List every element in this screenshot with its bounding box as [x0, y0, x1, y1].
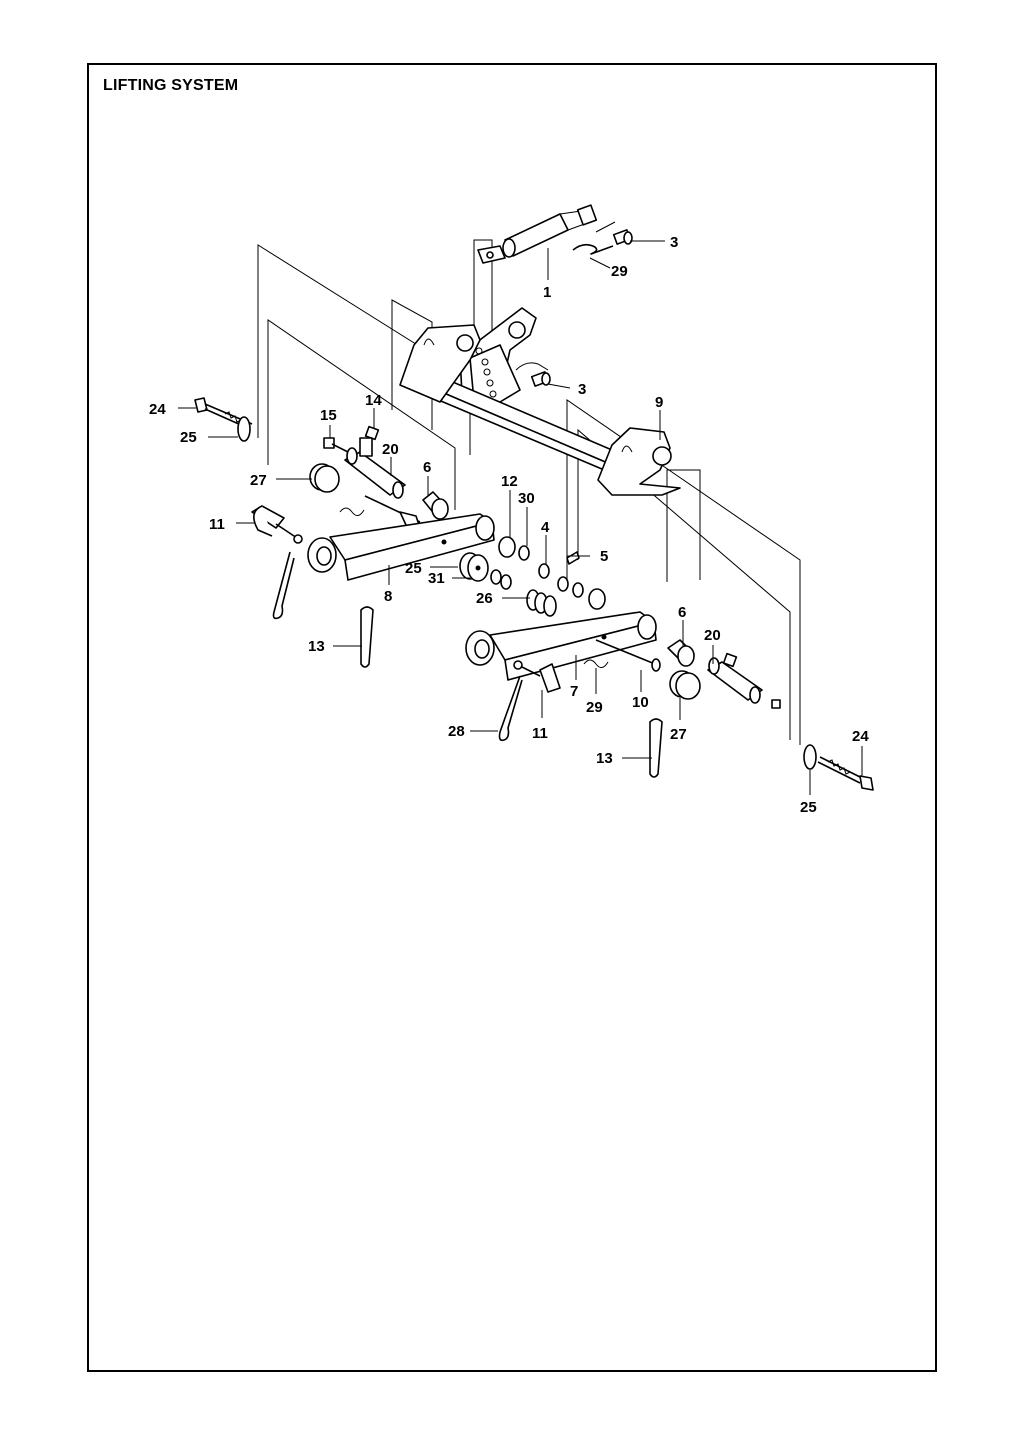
hitch-pin-right	[513, 660, 561, 693]
pin-10	[595, 639, 661, 672]
callout-24-right: 24	[852, 728, 869, 745]
r-clip-left	[272, 551, 295, 620]
callout-9: 9	[655, 394, 663, 411]
loop-handle-left	[360, 606, 374, 668]
washer-right	[803, 744, 817, 770]
r-clip-right	[583, 659, 609, 668]
callout-3-top: 3	[670, 234, 678, 251]
callout-26: 26	[476, 590, 493, 607]
callout-12: 12	[501, 473, 518, 490]
bolt-left	[194, 397, 253, 430]
callout-10: 10	[632, 694, 649, 711]
r-clip-28	[498, 675, 523, 742]
callout-28: 28	[448, 723, 465, 740]
callout-24-left: 24	[149, 401, 166, 418]
callout-6-left: 6	[423, 459, 431, 476]
page-frame	[87, 63, 937, 1372]
callout-8: 8	[384, 588, 392, 605]
callout-13-right: 13	[596, 750, 613, 767]
callout-20-left: 20	[382, 441, 399, 458]
callout-27-left: 27	[250, 472, 267, 489]
callout-11-right: 11	[532, 725, 548, 742]
callout-15: 15	[320, 407, 337, 424]
callout-29-top: 29	[611, 263, 628, 280]
washer-center	[572, 582, 584, 598]
callout-14: 14	[365, 392, 382, 409]
bushing-right	[667, 639, 695, 667]
r-clip-top	[572, 243, 614, 255]
callout-20-right: 20	[704, 627, 721, 644]
leader-lines	[178, 240, 863, 795]
callout-5: 5	[600, 548, 608, 565]
page-title: LIFTING SYSTEM	[103, 77, 239, 94]
washer-center-large	[588, 588, 606, 610]
callout-25-center: 25	[405, 560, 422, 577]
circlip-center	[557, 576, 569, 592]
washer-30	[518, 545, 530, 561]
gas-strut	[477, 204, 598, 264]
circlip-4	[538, 563, 550, 579]
spacer-26	[526, 589, 557, 617]
lift-arm-left	[307, 513, 495, 581]
spring-pin-left	[339, 495, 421, 529]
callout-labels: 1 3 29 3 24 25 15 14 20 6 9 27 11 12 30 …	[149, 234, 869, 816]
callout-6-right: 6	[678, 604, 686, 621]
callout-27-right: 27	[670, 726, 687, 743]
pivot-pin-left	[344, 437, 406, 499]
callout-31: 31	[428, 570, 445, 587]
callout-25-right: 25	[800, 799, 817, 816]
clevis-pin-middle	[515, 362, 551, 387]
callout-30: 30	[518, 490, 535, 507]
bolt-right	[817, 756, 874, 791]
loop-handle-right	[649, 718, 663, 778]
wheel-31	[459, 552, 489, 582]
callout-11-left: 11	[209, 516, 225, 533]
washer-left	[237, 416, 251, 442]
callout-7: 7	[570, 683, 578, 700]
callout-4: 4	[541, 519, 550, 536]
grease-nipple-5	[566, 551, 580, 565]
callout-13-left: 13	[308, 638, 325, 655]
callout-1: 1	[543, 284, 551, 301]
callout-3-middle: 3	[578, 381, 586, 398]
pivot-pin-right	[707, 652, 781, 709]
clevis-pin-top	[595, 221, 633, 245]
lift-arm-right	[465, 611, 657, 681]
roller-right	[669, 670, 701, 700]
spacer-small	[490, 569, 512, 590]
callout-29-right: 29	[586, 699, 603, 716]
front-axle-tube	[399, 324, 681, 496]
assembly-guide-lines	[257, 239, 801, 745]
roller-left	[309, 463, 340, 493]
bushing-left	[422, 491, 449, 520]
callout-25-left: 25	[180, 429, 197, 446]
hitch-pin-left	[251, 505, 303, 544]
washer-12	[498, 536, 516, 558]
